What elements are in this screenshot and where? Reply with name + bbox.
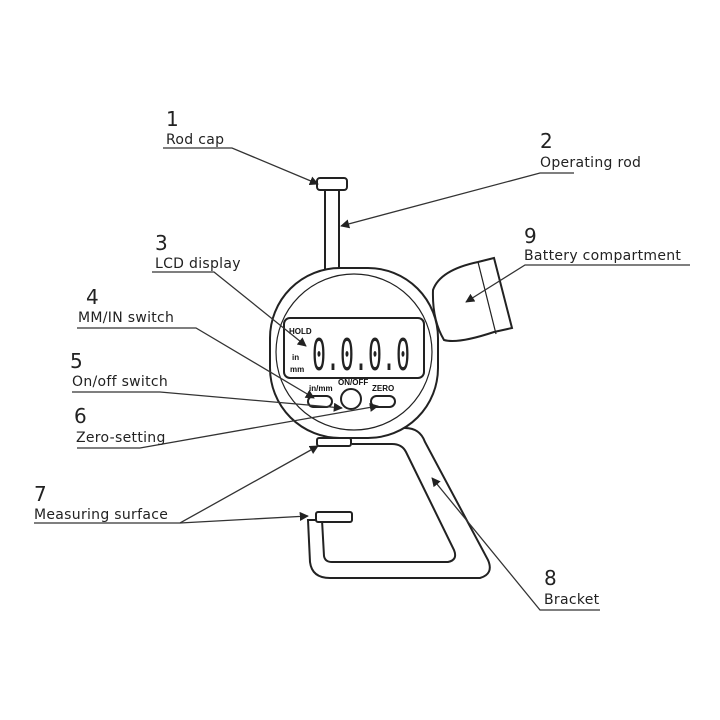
callout-1: 1 Rod cap	[166, 107, 224, 148]
callout-number: 6	[74, 404, 87, 428]
callout-4: 4 MM/IN switch	[78, 285, 174, 326]
callout-number: 8	[544, 566, 557, 590]
zero-setting-button	[370, 395, 396, 408]
callout-number: 7	[34, 482, 47, 506]
callout-number: 3	[155, 231, 168, 255]
callout-label-battery-compartment: Battery compartment	[524, 248, 681, 264]
lower-measuring-surface	[315, 511, 353, 523]
callout-number: 4	[86, 285, 99, 309]
mm-in-switch	[307, 395, 333, 408]
operating-rod	[324, 189, 340, 273]
callout-3: 3 LCD display	[155, 231, 241, 272]
on-off-switch	[340, 388, 362, 410]
callout-9: 9 Battery compartment	[524, 224, 681, 264]
callout-8: 8 Bracket	[544, 566, 600, 608]
callout-label-rod-cap: Rod cap	[166, 132, 224, 148]
callout-label-measuring-surface: Measuring surface	[34, 507, 168, 523]
hold-indicator: HOLD	[289, 327, 312, 336]
unit-in-indicator: in	[292, 353, 299, 362]
battery-compartment	[431, 256, 514, 342]
callout-5: 5 On/off switch	[70, 349, 168, 390]
unit-mm-indicator: mm	[290, 365, 304, 374]
callout-label-zero-setting: Zero-setting	[76, 430, 166, 446]
gauge-bezel	[275, 273, 433, 431]
callout-label-bracket: Bracket	[544, 592, 600, 608]
callout-7: 7 Measuring surface	[34, 482, 168, 523]
callout-label-lcd-display: LCD display	[155, 256, 241, 272]
bracket	[306, 427, 491, 579]
upper-measuring-surface	[316, 437, 352, 447]
zero-button-label: ZERO	[372, 384, 394, 393]
callout-number: 1	[166, 107, 179, 131]
callout-lines	[34, 147, 690, 611]
callout-number: 9	[524, 224, 537, 248]
callout-number: 2	[540, 129, 553, 153]
gauge-device: HOLD in mm 0.0.0.0 in/mm ON/OFF ZERO	[269, 177, 514, 579]
lcd-digits: 0.0.0.0	[312, 330, 410, 381]
callout-2: 2 Operating rod	[540, 129, 641, 171]
lcd-window	[283, 317, 425, 379]
callout-label-on-off-switch: On/off switch	[72, 374, 168, 390]
inmm-button-label: in/mm	[309, 384, 333, 393]
onoff-button-label: ON/OFF	[338, 378, 368, 387]
callout-number: 5	[70, 349, 83, 373]
callout-label-operating-rod: Operating rod	[540, 155, 641, 171]
rod-cap	[316, 177, 348, 191]
callout-label-mm-in-switch: MM/IN switch	[78, 310, 174, 326]
callout-6: 6 Zero-setting	[74, 404, 166, 446]
